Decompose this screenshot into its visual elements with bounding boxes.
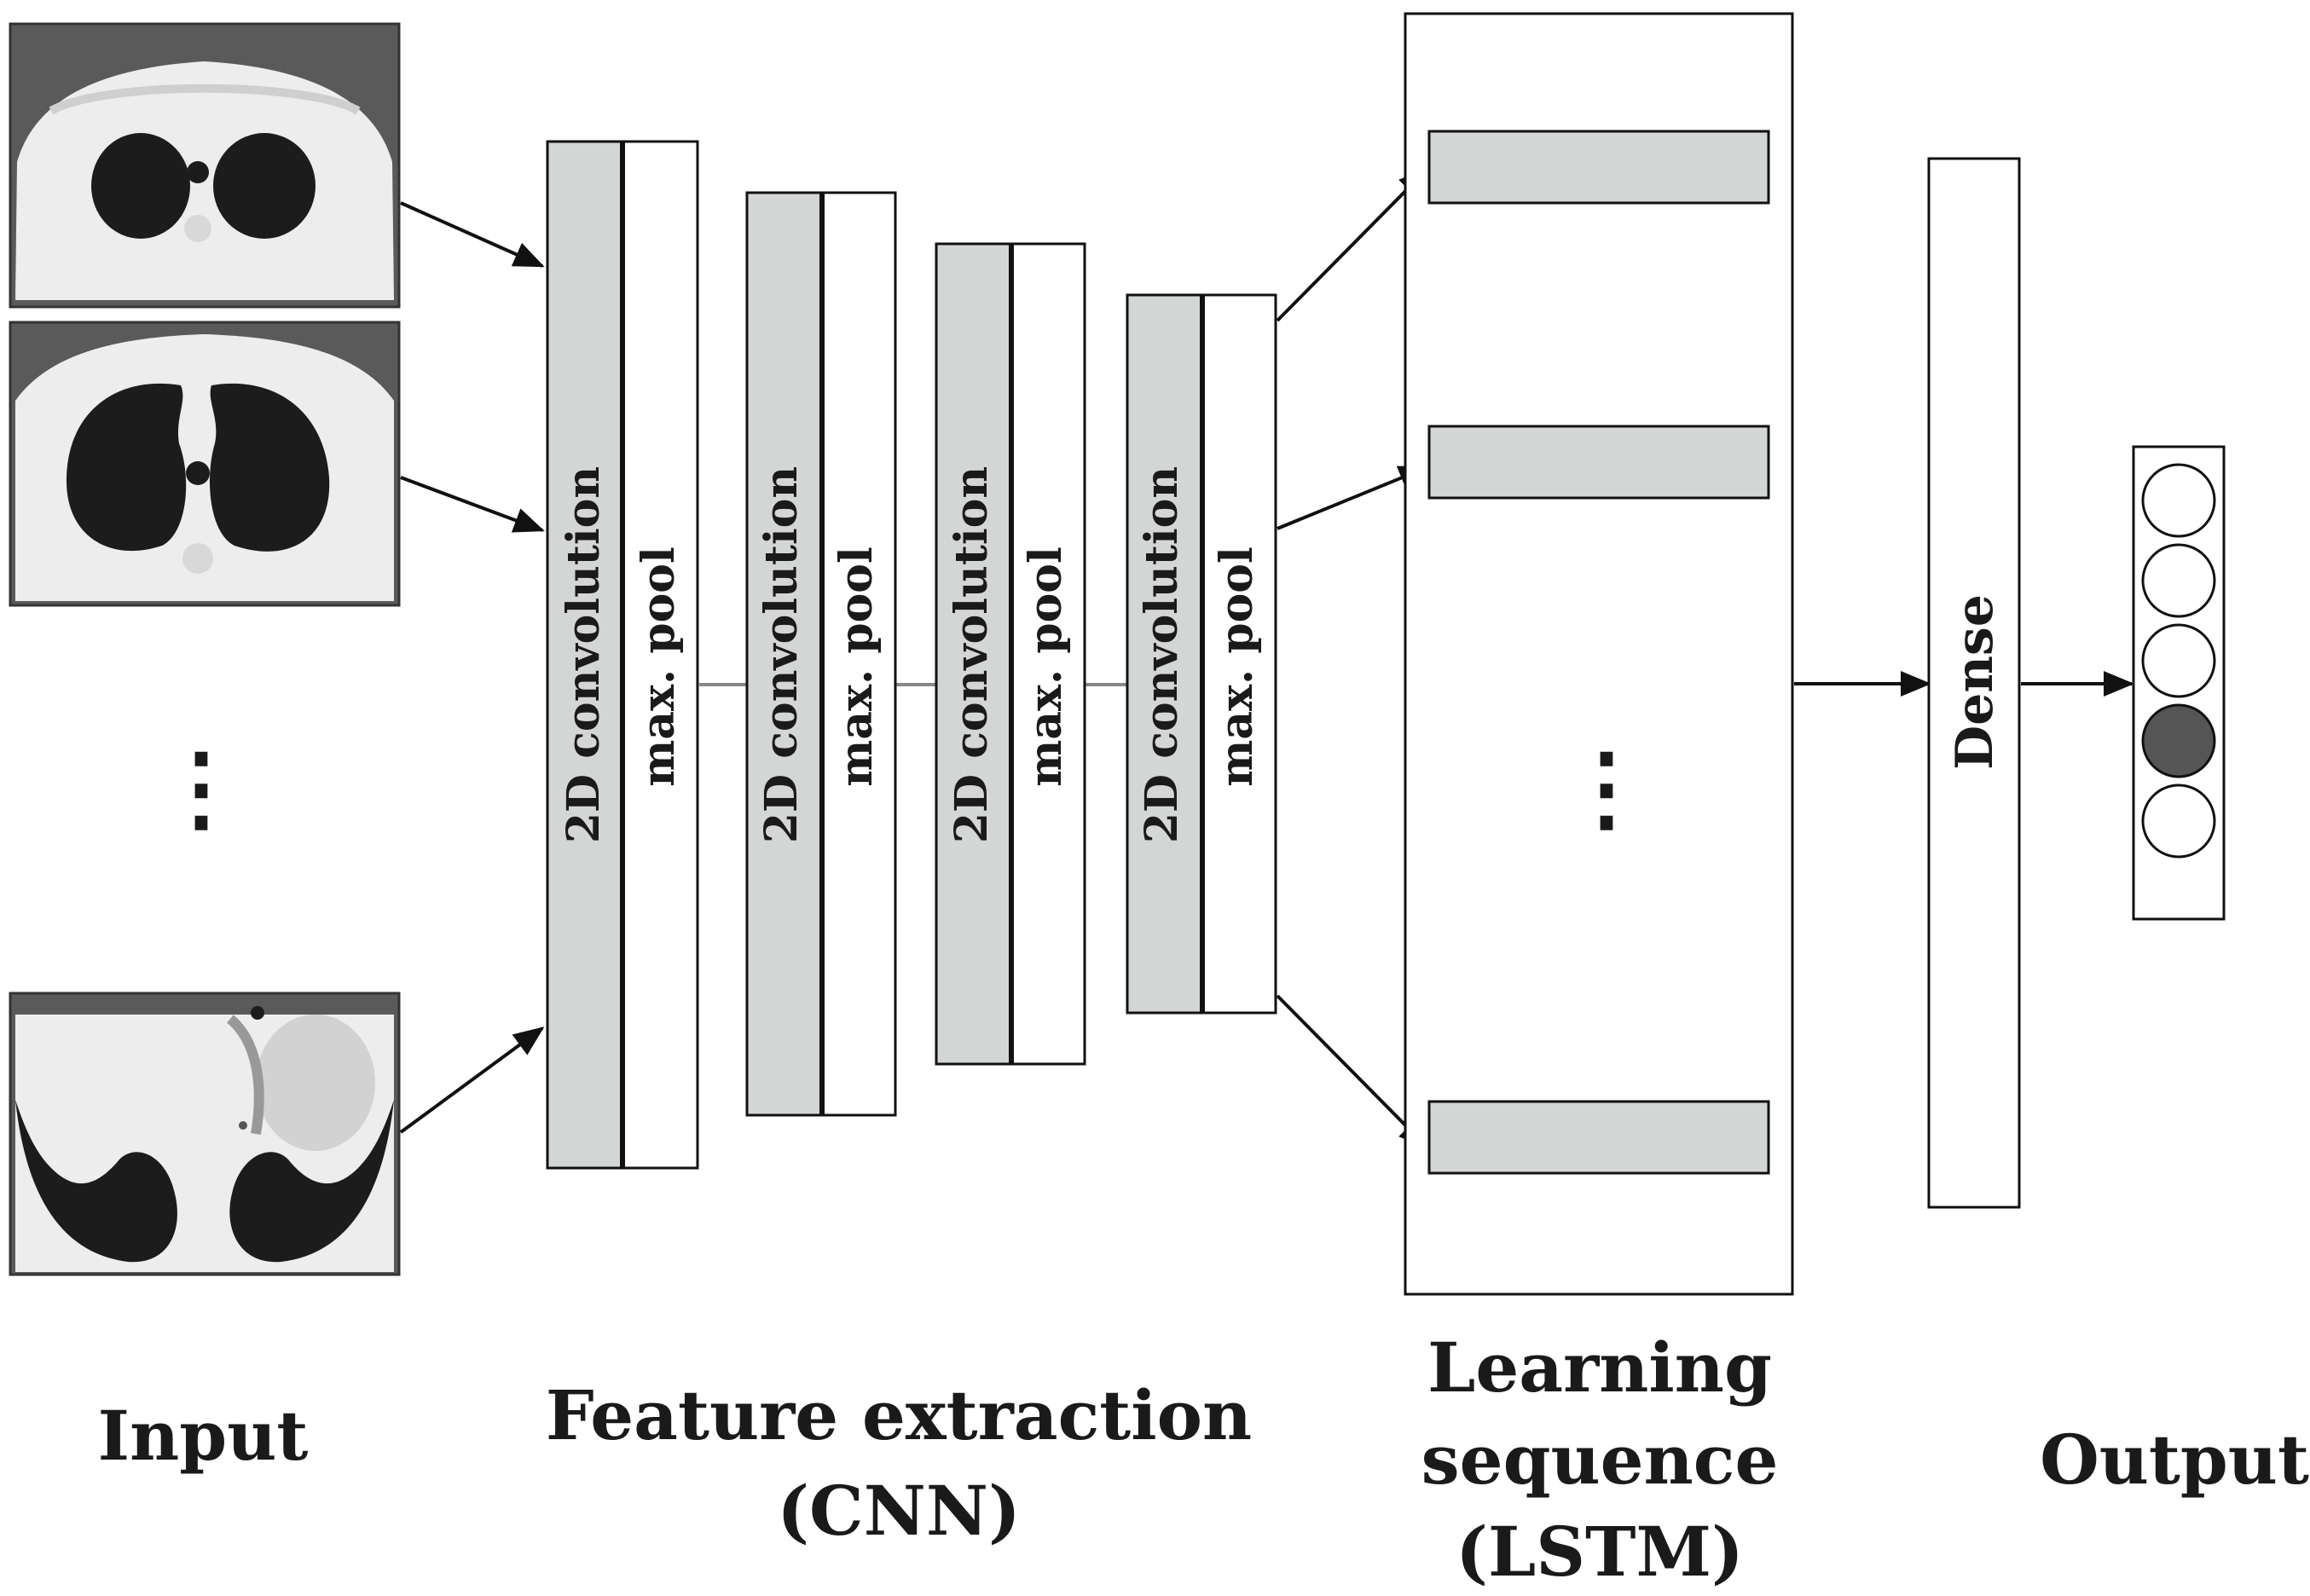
label-feature-line2: (CNN) <box>777 1471 1021 1551</box>
conv-label-1: 2D convolution <box>558 466 610 843</box>
cnn-block-4: 2D convolution max. pool <box>1126 293 1277 1015</box>
pool-label-2: max. pool <box>831 546 883 786</box>
arrow-input-2 <box>400 476 545 533</box>
arrow-cnn-lstm-3 <box>1276 994 1430 1150</box>
pool-layer-1 <box>621 140 699 1170</box>
label-learning-line1: Learning <box>1427 1327 1772 1408</box>
lstm-ellipsis: ⋮ <box>1560 732 1653 842</box>
conv-layer-4 <box>1126 293 1204 1015</box>
arrow-cnn-lstm-2 <box>1277 466 1430 530</box>
ct-slice-upper-chest <box>9 22 401 309</box>
ct-slice-mid-chest <box>9 321 401 607</box>
output-layer <box>2132 445 2226 921</box>
cnn-block-2: 2D convolution max. pool <box>745 191 897 1117</box>
lstm-container: ⋮ <box>1404 12 1794 1296</box>
dense-layer: Dense <box>1927 157 2021 1209</box>
label-feature-line1: Feature extraction <box>546 1375 1252 1455</box>
conv-label-4: 2D convolution <box>1136 466 1188 843</box>
arrow-cnn-lstm-1 <box>1276 166 1430 322</box>
conv-layer-1 <box>546 140 624 1170</box>
conv-layer-2 <box>745 191 824 1117</box>
cnn-block-1: 2D convolution max. pool <box>546 140 699 1170</box>
lstm-unit-1 <box>1427 130 1770 205</box>
lstm-unit-3 <box>1427 1100 1770 1175</box>
label-learning-line3: (LSTM) <box>1456 1512 1744 1592</box>
conv-label-3: 2D convolution <box>946 466 998 843</box>
output-node <box>2141 623 2216 698</box>
pool-label-3: max. pool <box>1020 546 1072 786</box>
output-node <box>2141 784 2216 859</box>
pool-label-4: max. pool <box>1211 546 1263 786</box>
output-nodes <box>2141 463 2216 859</box>
conv-label-2: 2D convolution <box>756 466 808 843</box>
output-node-active <box>2141 703 2216 778</box>
label-input: Input <box>98 1396 309 1476</box>
label-output: Output <box>2040 1420 2309 1500</box>
pool-label-1: max. pool <box>633 546 685 786</box>
label-learning-line2: sequence <box>1421 1420 1779 1500</box>
pool-layer-3 <box>1010 242 1086 1066</box>
cnn-block-3: 2D convolution max. pool <box>935 242 1086 1066</box>
dense-label: Dense <box>1945 594 2005 770</box>
ct-slice-lower-chest <box>9 992 401 1276</box>
input-ellipsis: ⋮ <box>154 732 248 842</box>
arrow-input-1 <box>400 201 545 268</box>
output-node <box>2141 463 2216 538</box>
pool-layer-4 <box>1201 293 1277 1015</box>
pool-layer-2 <box>820 191 897 1117</box>
lstm-unit-2 <box>1427 425 1770 500</box>
arrow-input-3 <box>399 1026 545 1134</box>
output-node <box>2141 543 2216 618</box>
